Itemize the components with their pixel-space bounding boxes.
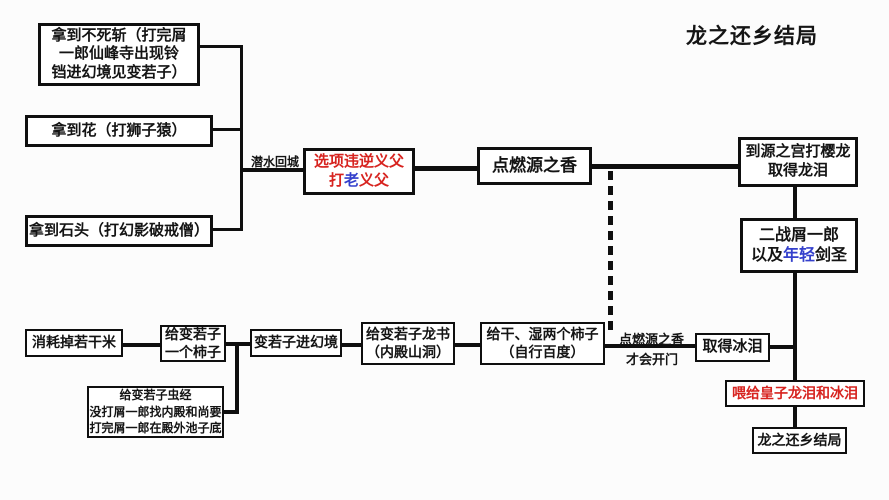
node-two-persimmons-line2: （自行百度） xyxy=(500,343,585,360)
node-rematch-line2: 以及年轻剑圣 xyxy=(751,246,847,266)
node-insect-scroll-line2: 没打屑一郎找内殿和尚要 xyxy=(89,404,222,419)
connector-rice-to-persimmon xyxy=(123,343,160,347)
connector-illusion-to-book xyxy=(342,343,362,347)
node-enter-illusion: 变若子进幻境 xyxy=(250,329,342,357)
node-rematch-genichiro: 二战屑一郎 以及年轻剑圣 xyxy=(740,218,858,273)
node-rematch-line2c: 剑圣 xyxy=(815,246,848,264)
node-give-persimmon-line2: 一个柿子 xyxy=(165,343,221,360)
node-dragon-book: 给变若子龙书 （内殿山洞） xyxy=(361,322,455,365)
node-defy-father: 选项违逆义父 打老义父 xyxy=(303,148,415,195)
node-consume-rice-text: 消耗掉若干米 xyxy=(32,334,116,351)
node-ice-tear-text: 取得冰泪 xyxy=(702,338,763,356)
node-defy-father-line2: 打老义父 xyxy=(329,172,389,191)
connector-stone-to-bus xyxy=(213,228,243,231)
connector-ice-tear-to-bus xyxy=(770,345,795,349)
node-defy-father-line1: 选项违逆义父 xyxy=(313,152,404,170)
node-feed-prince-text: 喂给皇子龙泪和冰泪 xyxy=(732,384,858,401)
connector-dashed-incense-gate xyxy=(608,171,613,330)
node-insect-scroll-line1: 给变若子虫经 xyxy=(119,387,192,402)
node-dragon-tear-line1: 到源之宫打樱龙 xyxy=(745,143,851,161)
node-give-persimmon: 给变若子 一个柿子 xyxy=(160,325,226,362)
connector-defy-to-incense xyxy=(415,166,477,171)
node-defy-father-line2b: 老 xyxy=(343,171,359,189)
node-feed-prince: 喂给皇子龙泪和冰泪 xyxy=(725,380,865,407)
connector-incense-to-dragon-tear xyxy=(592,164,738,169)
node-flower-text: 拿到花（打狮子猿） xyxy=(51,121,187,139)
node-rematch-line2a: 以及 xyxy=(750,246,783,264)
node-mortal-blade: 拿到不死斩（打完屑 一郎仙峰寺出现铃 铛进幻境见变若子） xyxy=(38,23,200,86)
node-dragon-book-line1: 给变若子龙书 xyxy=(366,326,450,343)
node-mortal-blade-line3: 铛进幻境见变若子） xyxy=(51,63,187,81)
node-dragon-tear: 到源之宫打樱龙 取得龙泪 xyxy=(738,137,858,187)
connector-left-bus xyxy=(240,45,243,231)
label-gate-line1: 点燃源之香 xyxy=(619,332,685,347)
node-ending-text: 龙之还乡结局 xyxy=(757,431,842,448)
node-insect-scroll-line3: 打完屑一郎在殿外池子底 xyxy=(89,421,222,436)
node-enter-illusion-text: 变若子进幻境 xyxy=(254,334,338,351)
node-dragon-tear-line2: 取得龙泪 xyxy=(767,162,828,179)
node-rematch-line1: 二战屑一郎 xyxy=(758,226,839,244)
connector-dragon-tear-to-rematch xyxy=(793,187,797,218)
node-ending: 龙之还乡结局 xyxy=(752,427,847,454)
node-two-persimmons-line1: 给干、湿两个柿子 xyxy=(486,326,599,343)
node-flower: 拿到花（打狮子猿） xyxy=(25,115,213,147)
node-light-incense: 点燃源之香 xyxy=(477,147,592,185)
connector-bus-to-defy xyxy=(240,168,303,172)
connector-persimmons-to-ice-tear xyxy=(605,344,695,348)
connector-book-to-persimmons xyxy=(455,343,480,347)
node-give-persimmon-line1: 给变若子 xyxy=(165,326,221,343)
node-rematch-line2b: 年轻 xyxy=(782,246,815,264)
connector-feed-to-ending xyxy=(793,407,797,428)
node-two-persimmons: 给干、湿两个柿子 （自行百度） xyxy=(480,322,605,365)
node-mortal-blade-line1: 拿到不死斩（打完屑 xyxy=(51,26,187,44)
node-stone: 拿到石头（打幻影破戒僧） xyxy=(25,215,213,247)
node-defy-father-line2c: 义父 xyxy=(359,171,390,189)
connector-persimmon-to-illusion xyxy=(226,342,252,346)
connector-mortal-blade-to-bus xyxy=(198,45,243,48)
label-gate-line2: 才会开门 xyxy=(626,352,679,367)
node-stone-text: 拿到石头（打幻影破戒僧） xyxy=(28,221,209,239)
node-dragon-book-line2: （内殿山洞） xyxy=(366,343,450,360)
node-ice-tear: 取得冰泪 xyxy=(695,333,770,362)
page-title: 龙之还乡结局 xyxy=(686,25,818,48)
connector-flower-to-bus xyxy=(213,128,243,131)
node-defy-father-line2a: 打 xyxy=(328,171,344,189)
node-insect-scroll: 给变若子虫经 没打屑一郎找内殿和尚要 打完屑一郎在殿外池子底 xyxy=(87,386,224,438)
connector-insect-to-junction xyxy=(224,410,239,414)
connector-rematch-to-feed xyxy=(793,273,797,381)
label-dive-back: 潜水回城 xyxy=(251,155,300,169)
connector-junction-down xyxy=(235,342,239,414)
node-consume-rice: 消耗掉若干米 xyxy=(25,329,123,357)
node-mortal-blade-line2: 一郎仙峰寺出现铃 xyxy=(58,45,179,63)
node-light-incense-text: 点燃源之香 xyxy=(492,156,577,176)
